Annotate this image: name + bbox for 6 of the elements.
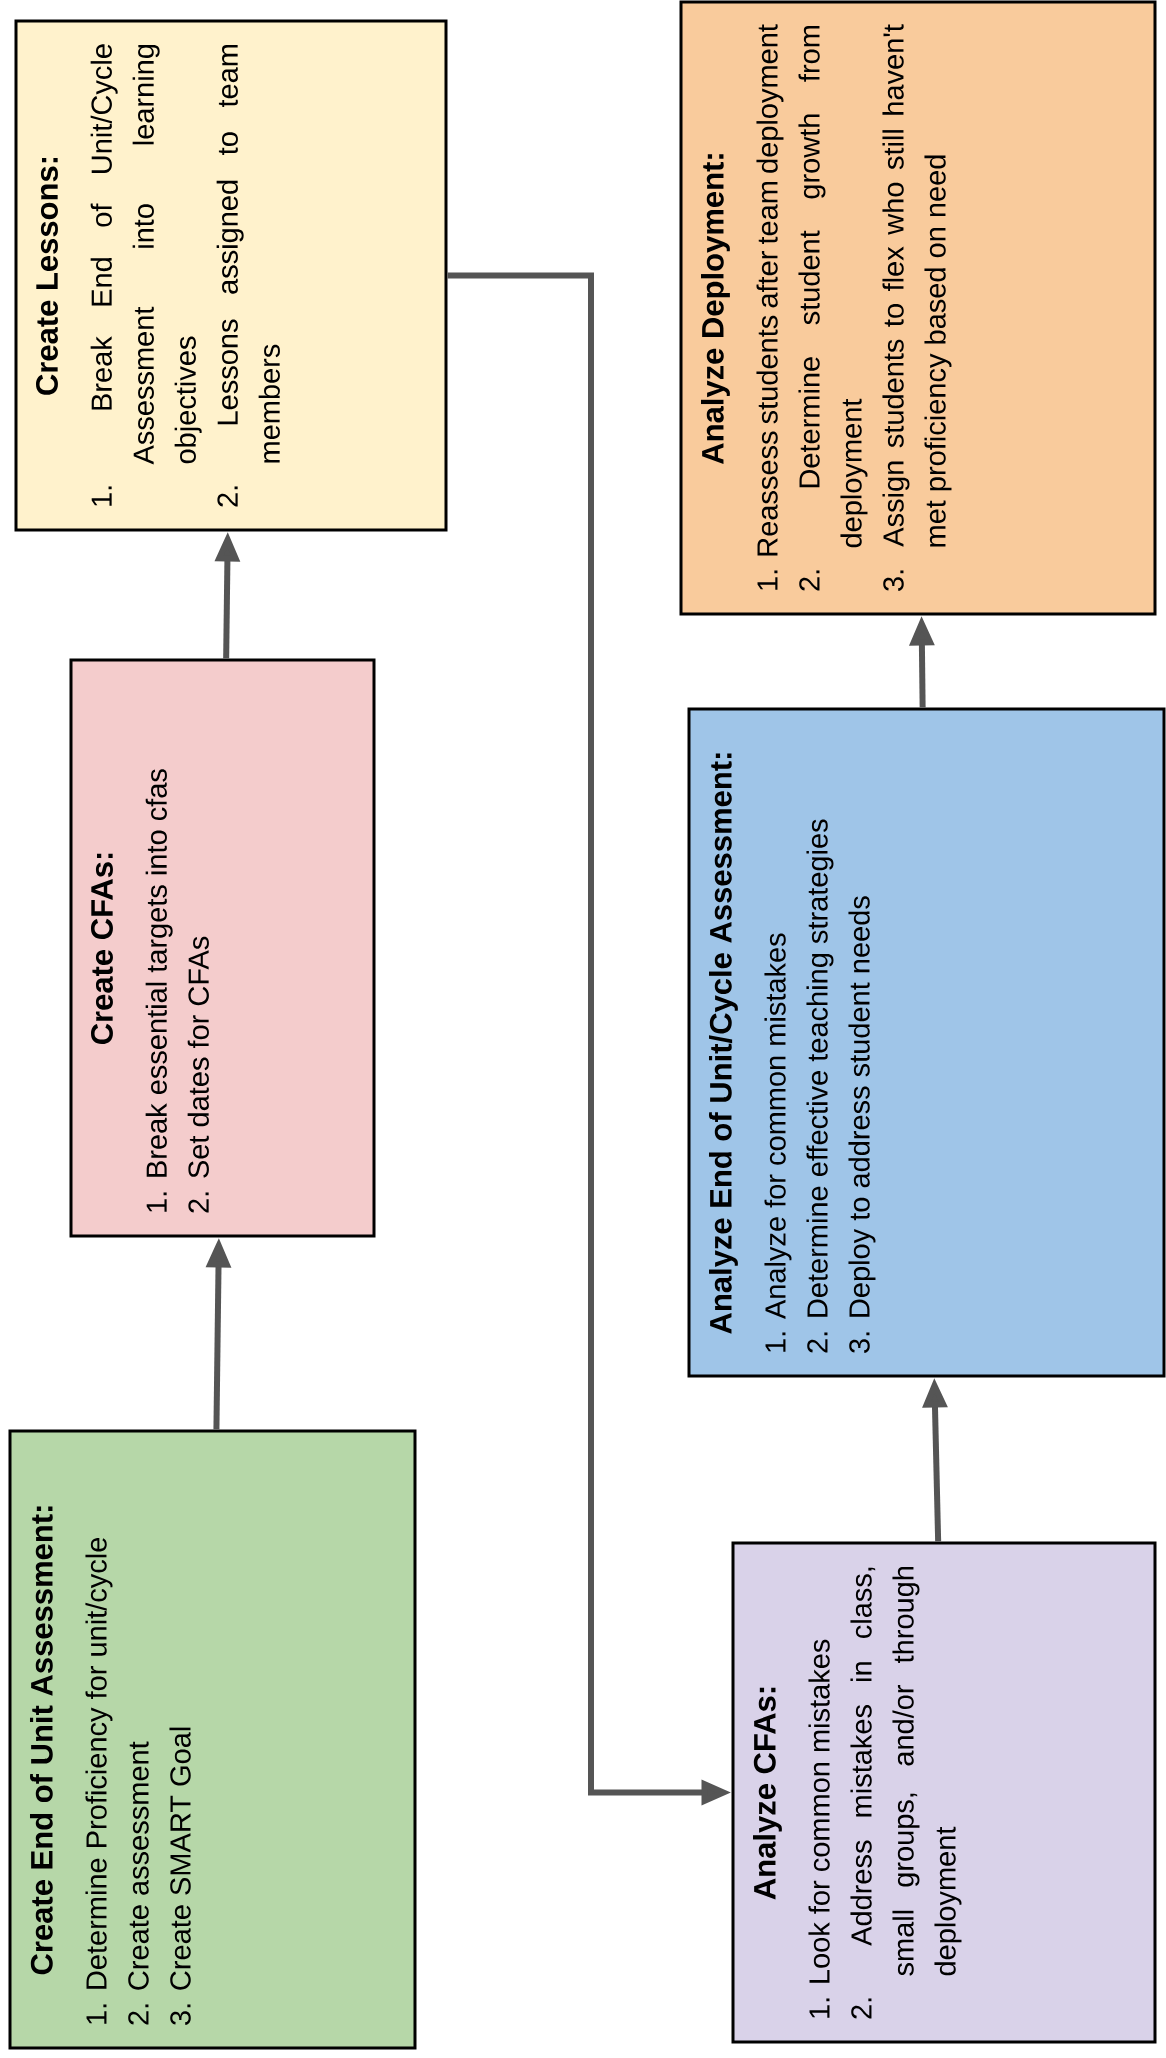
process-box: Analyze End of Unit/Cycle Assessment: 1. Analyze for common mistakes 2. Determine effective teaching strategies 3. Deploy to address student needs [687, 707, 1166, 1378]
process-box: Analyze CFAs: 1. Look for common mistakes 2. Address mistakes in class, small groups, and/or through deployment [731, 1541, 1157, 2044]
process-box: Create End of Unit Assessment: 1. Determine Proficiency for unit/cycle 2. Create assessment 3. Create SMART Goal [8, 1429, 417, 2050]
process-box: Create CFAs: 1. Break essential targets into cfas 2. Set dates for CFAs [69, 658, 376, 1238]
process-box: Create Lessons: 1. Break End of Unit/Cycle Assessment into learning objectives 2. Lessons assigned to team members [14, 19, 448, 532]
process-box: Analyze Deployment: 1. Reassess students after team deployment 2. Determine student growth from deployment 3. Assign students to flex who still haven't met proficiency based on need [679, 0, 1157, 616]
